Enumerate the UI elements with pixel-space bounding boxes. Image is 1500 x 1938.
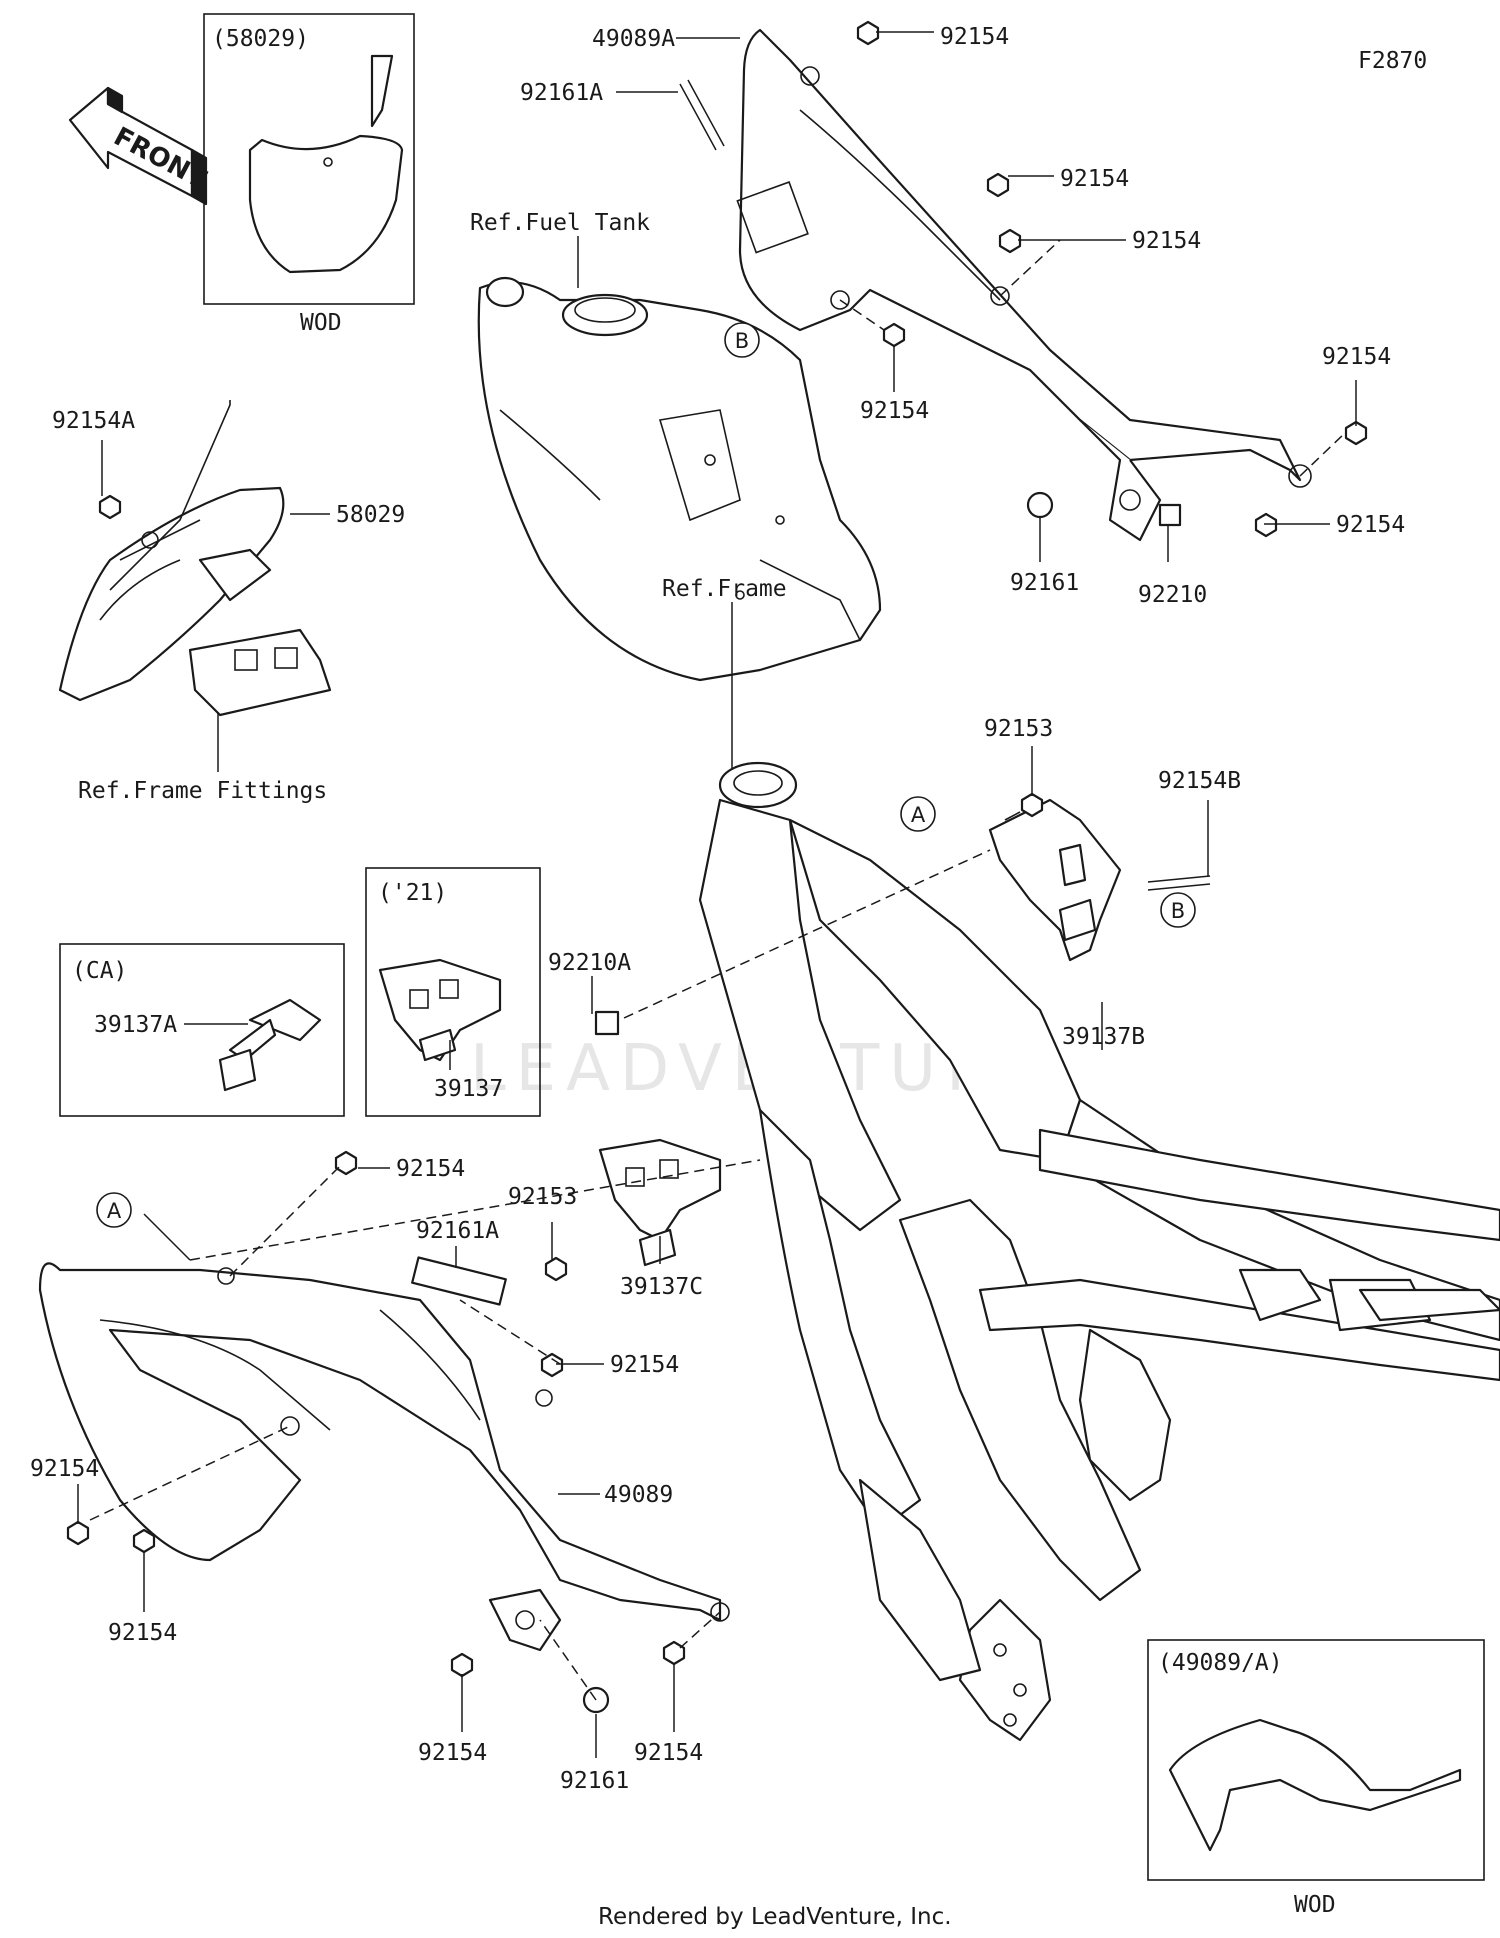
part-label-92161a-top: 92161A bbox=[520, 80, 603, 106]
part-label-58029: 58029 bbox=[336, 502, 405, 528]
ref-frame-fittings-label: Ref.Frame Fittings bbox=[78, 778, 327, 804]
callout-a-left-label: A bbox=[107, 1199, 122, 1223]
part-label-39137: 39137 bbox=[434, 1076, 503, 1102]
inset-number-plate-footer: WOD bbox=[300, 310, 342, 336]
diagram-code: F2870 bbox=[1358, 48, 1427, 74]
front-arrow-icon: FRONT bbox=[68, 86, 211, 206]
part-label-92154-l2: 92154 bbox=[610, 1352, 679, 1378]
bolt-92154b bbox=[1147, 875, 1211, 883]
callout-b-right-label: B bbox=[1171, 899, 1185, 923]
callout-a-top: A bbox=[900, 796, 936, 832]
inset-bracket-ca-header: (CA) bbox=[72, 958, 127, 984]
part-label-39137b: 39137B bbox=[1062, 1024, 1145, 1050]
ref-fuel-tank-label: Ref.Fuel Tank bbox=[470, 210, 650, 236]
frame-fittings-bracket bbox=[188, 548, 332, 717]
leader-lines bbox=[77, 31, 1357, 1758]
inset-number-plate: (58029) WOD bbox=[203, 13, 415, 336]
callout-a-top-label: A bbox=[911, 803, 926, 827]
part-label-92154-r1: 92154 bbox=[1060, 166, 1129, 192]
part-label-92154-l4: 92154 bbox=[108, 1620, 177, 1646]
callout-b-top: B bbox=[724, 322, 760, 358]
part-label-92210a: 92210A bbox=[548, 950, 631, 976]
part-label-92154-l1: 92154 bbox=[396, 1156, 465, 1182]
part-label-92154-l3: 92154 bbox=[30, 1456, 99, 1482]
part-labels: 49089A 92154 92161A 92154 92154 92154 92… bbox=[30, 24, 1405, 1794]
inset-bracket-ca: (CA) bbox=[59, 943, 345, 1117]
inset-cover-a: (49089/A) WOD bbox=[1147, 1639, 1485, 1918]
part-label-92154b: 92154B bbox=[1158, 768, 1241, 794]
footer-credit: Rendered by LeadVenture, Inc. bbox=[598, 1904, 952, 1930]
callout-b-top-label: B bbox=[735, 329, 749, 353]
part-label-92154-r3: 92154 bbox=[1322, 344, 1391, 370]
part-label-92154-mid: 92154 bbox=[860, 398, 929, 424]
part-label-49089a: 49089A bbox=[592, 26, 675, 52]
inset-bracket-21-header: ('21) bbox=[378, 880, 447, 906]
part-label-39137a: 39137A bbox=[94, 1012, 177, 1038]
part-label-49089: 49089 bbox=[604, 1482, 673, 1508]
part-label-92161-r: 92161 bbox=[1010, 570, 1079, 596]
part-label-92161-b: 92161 bbox=[560, 1768, 629, 1794]
bracket-39137b-part bbox=[988, 798, 1122, 962]
part-label-92154-b1: 92154 bbox=[418, 1740, 487, 1766]
side-cover-58029-part bbox=[58, 400, 285, 702]
alignment-lines bbox=[89, 239, 1347, 1701]
fuel-tank-part bbox=[477, 276, 882, 682]
part-label-92210: 92210 bbox=[1138, 582, 1207, 608]
part-label-92153-top: 92153 bbox=[984, 716, 1053, 742]
part-label-39137c: 39137C bbox=[620, 1274, 703, 1300]
callout-a-left: A bbox=[96, 1192, 132, 1228]
part-label-92154-r4: 92154 bbox=[1336, 512, 1405, 538]
pad-92161a bbox=[411, 1256, 507, 1306]
side-cover-49089a-part bbox=[736, 28, 1312, 542]
inset-number-plate-header: (58029) bbox=[212, 26, 309, 52]
number-plate-part bbox=[248, 134, 404, 274]
side-cover-49089-part bbox=[38, 1262, 730, 1652]
main-frame-part bbox=[698, 761, 1500, 1742]
part-label-92154-top: 92154 bbox=[940, 24, 1009, 50]
inset-cover-a-header: (49089/A) bbox=[1158, 1650, 1283, 1676]
part-label-92154-b2: 92154 bbox=[634, 1740, 703, 1766]
part-label-92161a-l: 92161A bbox=[416, 1218, 499, 1244]
part-label-92153-l: 92153 bbox=[508, 1184, 577, 1210]
inset-bracket-21: ('21) bbox=[365, 867, 541, 1117]
part-label-92154-r2: 92154 bbox=[1132, 228, 1201, 254]
part-label-92154a: 92154A bbox=[52, 408, 135, 434]
rod-92161a-top bbox=[679, 83, 717, 151]
bracket-39137c-part bbox=[598, 1138, 722, 1267]
inset-cover-a-footer: WOD bbox=[1294, 1892, 1336, 1918]
ref-frame-label: Ref.Frame bbox=[662, 576, 787, 602]
callout-b-right: B bbox=[1160, 892, 1196, 928]
